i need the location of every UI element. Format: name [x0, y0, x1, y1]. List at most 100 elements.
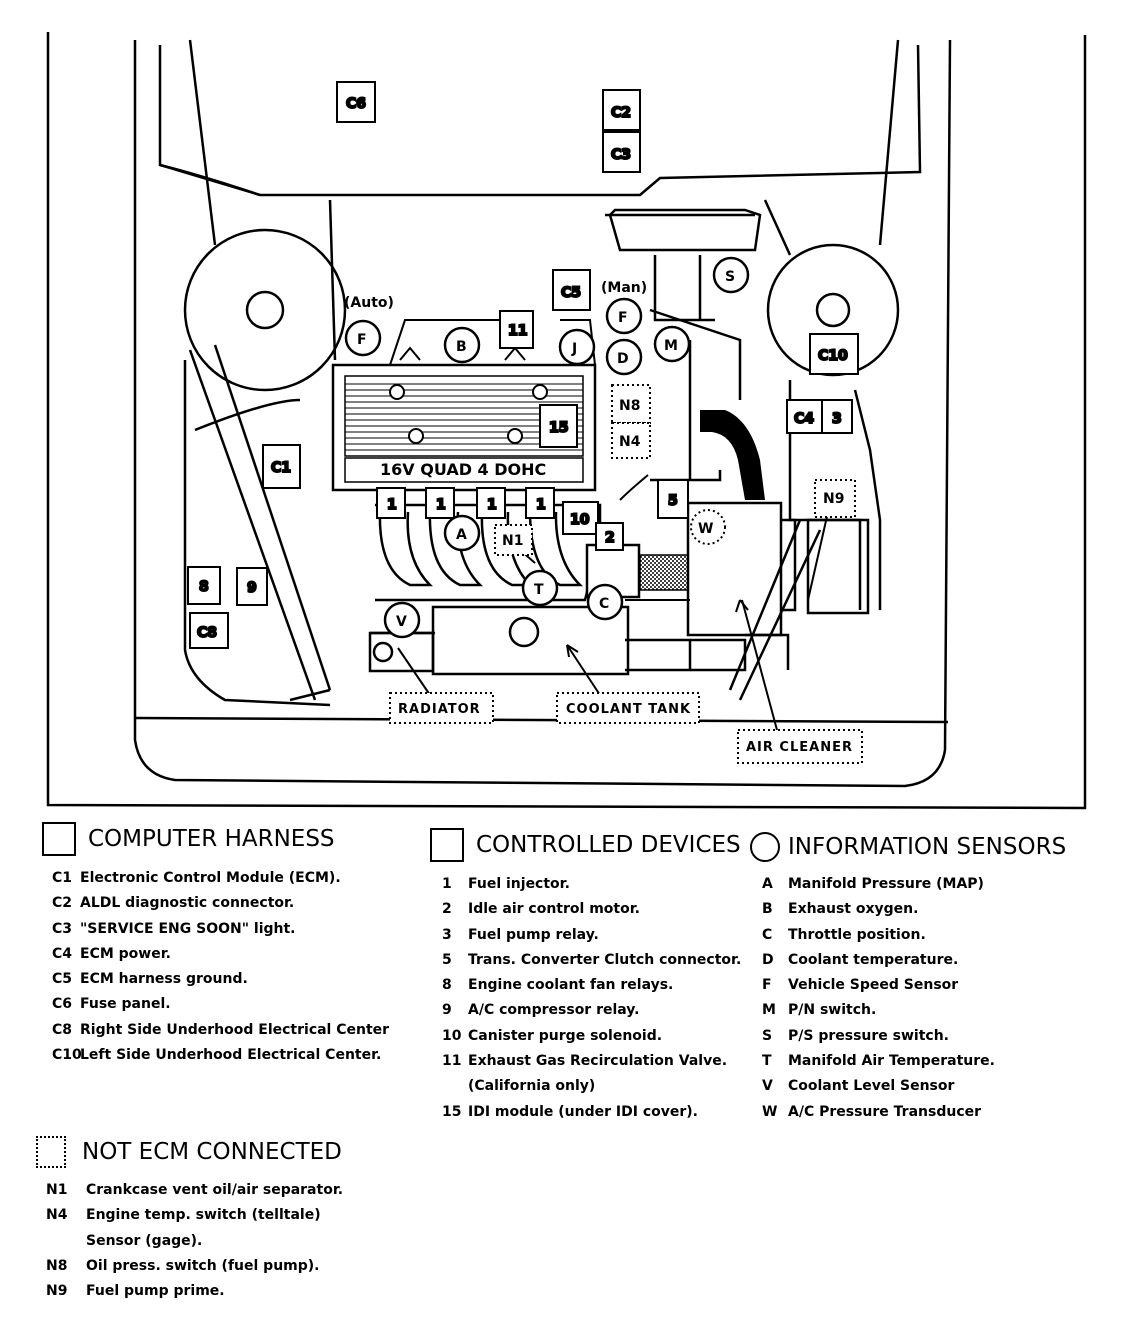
svg-text:N8: N8 — [619, 398, 640, 414]
legend-item: F Vehicle Speed Sensor — [762, 973, 1090, 998]
svg-text:2: 2 — [605, 530, 615, 546]
svg-text:C8: C8 — [197, 625, 217, 641]
legend-item-code: F — [762, 977, 772, 994]
svg-text:C1: C1 — [271, 460, 291, 476]
right-pulley — [728, 243, 900, 701]
engine-compartment-diagram: 16V QUAD 4 DOHC — [46, 32, 1087, 810]
legend-item-code: 2 — [442, 901, 452, 918]
svg-text:F: F — [618, 310, 628, 326]
label-c6: C6 — [336, 81, 376, 123]
svg-text:S: S — [725, 269, 735, 285]
legend-item-text: (California only) — [468, 1078, 596, 1095]
legend-title: CONTROLLED DEVICES — [476, 832, 741, 858]
legend-item-text: P/N switch. — [788, 1002, 877, 1019]
legend-item-code: 3 — [442, 926, 452, 943]
svg-text:C: C — [599, 596, 609, 612]
label-auto: (Auto) — [344, 295, 394, 311]
legend-item: 2 Idle air control motor. — [442, 897, 750, 922]
legend-item-text: Throttle position. — [788, 926, 926, 943]
label-1c: 1 — [476, 487, 506, 519]
legend-item-code: 8 — [442, 977, 452, 994]
legend-item-text: Vehicle Speed Sensor — [788, 977, 959, 994]
svg-text:B: B — [456, 339, 467, 355]
legend-item-code: C3 — [52, 920, 73, 937]
legend-item-text: Canister purge solenoid. — [468, 1027, 663, 1044]
legend-item-text: ECM power. — [80, 945, 171, 962]
svg-text:C6: C6 — [346, 96, 366, 112]
svg-text:15: 15 — [549, 420, 568, 436]
svg-text:5: 5 — [668, 493, 678, 509]
legend-item-code: C2 — [52, 895, 73, 912]
legend-item-code: 9 — [442, 1002, 452, 1019]
legend-item-code: S — [762, 1027, 773, 1044]
sensor-j: J — [558, 328, 596, 366]
legend-item-code: C — [762, 926, 773, 943]
label-11: 11 — [499, 310, 534, 349]
label-15: 15 — [539, 404, 578, 448]
legend-item-text: Oil press. switch (fuel pump). — [86, 1257, 320, 1274]
svg-text:1: 1 — [487, 497, 497, 513]
sensor-f-auto: F — [344, 319, 382, 357]
svg-text:N1: N1 — [502, 533, 523, 549]
legend-item-code — [46, 1229, 86, 1254]
legend-item: W A/C Pressure Transducer — [762, 1100, 1090, 1125]
left-pulley — [183, 228, 347, 707]
label-c3: C3 — [602, 131, 641, 173]
legend-item-code: V — [762, 1078, 773, 1095]
svg-text:1: 1 — [536, 497, 546, 513]
legend-title: COMPUTER HARNESS — [88, 826, 335, 852]
legend-item-text: Idle air control motor. — [468, 901, 640, 918]
legend-item-code: C6 — [52, 996, 73, 1013]
square-symbol-icon — [42, 822, 76, 856]
legend-item-text: A/C Pressure Transducer — [788, 1103, 982, 1120]
sensor-v: V — [383, 601, 421, 639]
legend-item-text: P/S pressure switch. — [788, 1027, 949, 1044]
legend-item-text: Electronic Control Module (ECM). — [80, 870, 341, 886]
label-n4: N4 — [611, 422, 651, 459]
sensor-f-man: F — [605, 297, 643, 335]
legend-item-code: M — [762, 1002, 776, 1019]
svg-text:10: 10 — [570, 512, 590, 528]
label-n1: N1 — [494, 524, 533, 556]
coolant-tank — [368, 605, 790, 676]
compartment-outline — [46, 32, 1087, 810]
legend-item-code — [442, 1074, 468, 1099]
legend-item-text: Engine coolant fan relays. — [468, 977, 674, 994]
label-man: (Man) — [601, 280, 647, 296]
legend-item-code: 15 — [442, 1103, 462, 1120]
legend-item: M P/N switch. — [762, 998, 1090, 1023]
legend-item: N8 Oil press. switch (fuel pump). — [46, 1254, 416, 1279]
label-5: 5 — [657, 479, 689, 519]
legend-item-text: Exhaust oxygen. — [788, 901, 919, 918]
legend-item-text: ALDL diagnostic connector. — [80, 895, 295, 912]
label-c8: C8 — [189, 612, 229, 649]
legend-item: C2 ALDL diagnostic connector. — [52, 891, 422, 916]
svg-text:C5: C5 — [561, 285, 581, 301]
legend-item-text: IDI module (under IDI cover). — [468, 1103, 698, 1120]
legend-title: NOT ECM CONNECTED — [82, 1139, 342, 1165]
legend-item-code: N8 — [46, 1257, 68, 1274]
svg-text:N4: N4 — [619, 434, 641, 450]
legend-item: 15 IDI module (under IDI cover). — [442, 1100, 750, 1125]
label-n9: N9 — [814, 479, 856, 518]
legend-item-code: 1 — [442, 876, 452, 892]
svg-text:T: T — [534, 582, 544, 598]
legend-item-text: Fuse panel. — [80, 996, 171, 1013]
label-3: 3 — [821, 399, 853, 434]
sensor-c: C — [586, 583, 624, 621]
svg-text:AIR CLEANER: AIR CLEANER — [746, 740, 853, 755]
engine-cover-label: 16V QUAD 4 DOHC — [380, 460, 546, 479]
legend-item-code: W — [762, 1103, 778, 1120]
svg-text:N9: N9 — [823, 491, 844, 507]
